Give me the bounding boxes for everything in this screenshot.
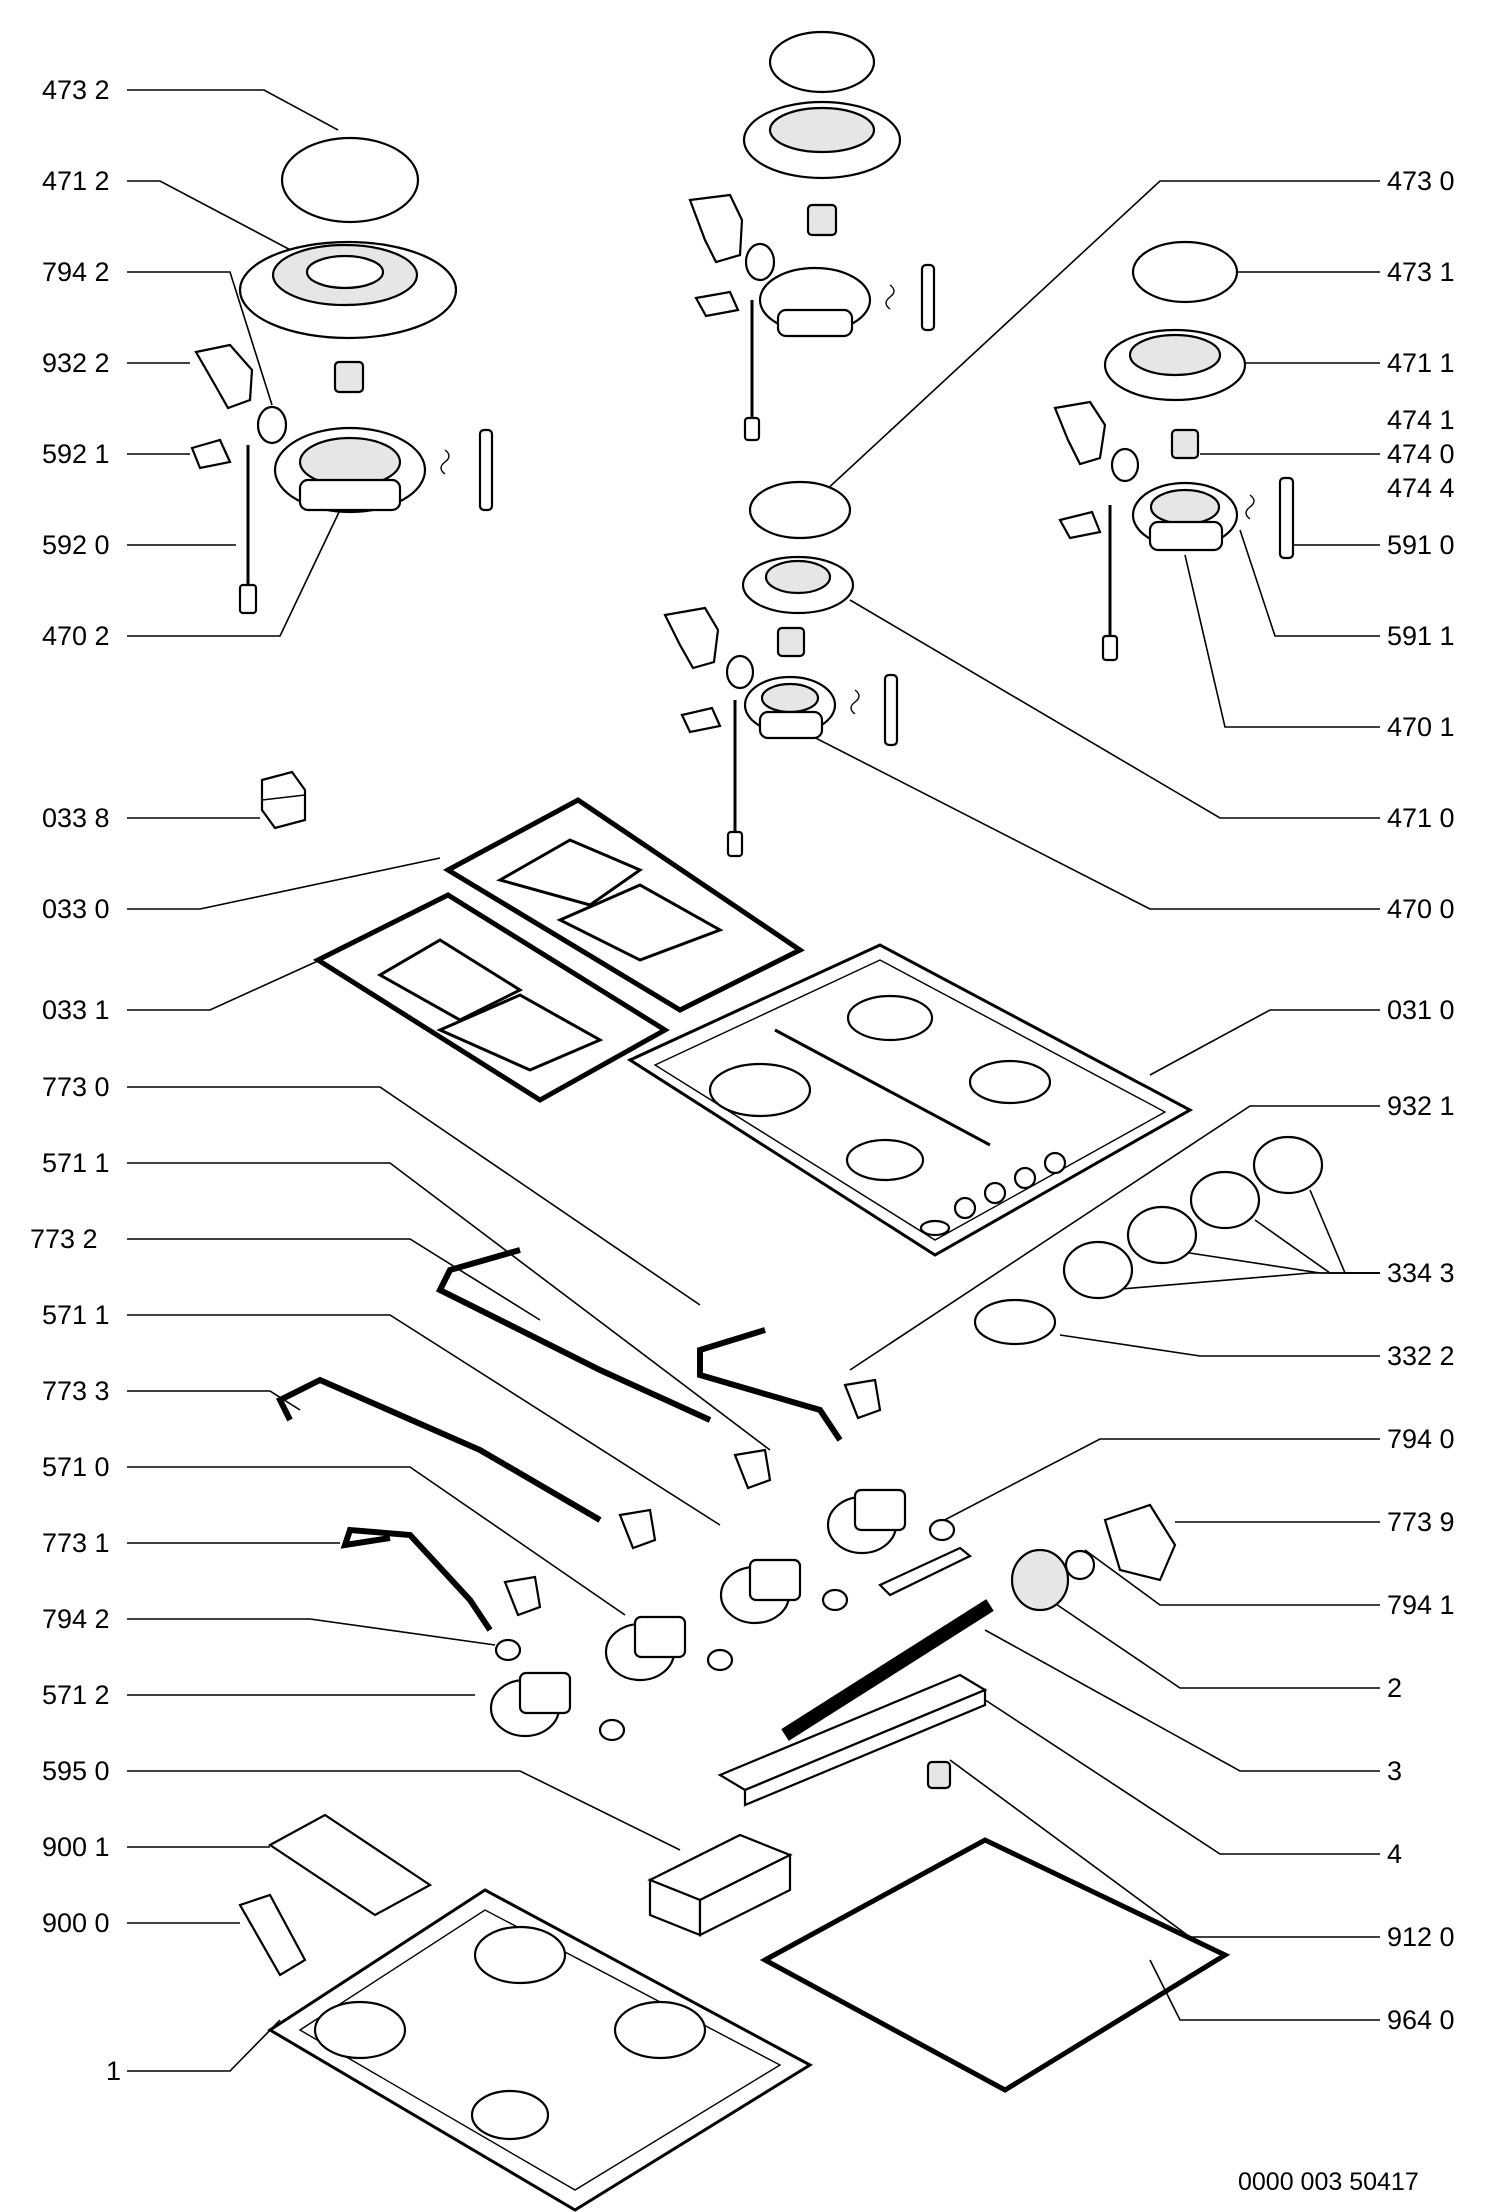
burner-cap-473-0: [748, 480, 852, 540]
right-labels: 473 0 473 1 471 1 474 1 474 0 474 4 591 …: [1387, 166, 1455, 2035]
nut-2: [1010, 1548, 1070, 1612]
gas-taps: [489, 1488, 907, 1738]
label-912-0: 912 0: [1387, 1922, 1455, 1952]
hob-top-031-0: [626, 943, 1194, 1257]
label-794-0: 794 0: [1387, 1424, 1455, 1454]
label-592-0: 592 0: [42, 530, 110, 560]
gasket-964-0: [759, 1837, 1231, 2093]
label-474-0: 474 0: [1387, 439, 1455, 469]
label-773-2: 773 2: [30, 1224, 98, 1254]
label-473-2: 473 2: [42, 75, 110, 105]
label-033-0: 033 0: [42, 894, 110, 924]
label-591-0: 591 0: [1387, 530, 1455, 560]
label-471-1: 471 1: [1387, 348, 1455, 378]
burner-cap-top-center: [688, 30, 936, 442]
electrode-592-1: [190, 438, 232, 470]
seal-794-1: [1064, 1549, 1096, 1581]
label-773-3: 773 3: [42, 1376, 110, 1406]
label-4: 4: [1387, 1839, 1402, 1869]
label-964-0: 964 0: [1387, 2005, 1455, 2035]
label-794-2-top: 794 2: [42, 257, 110, 287]
seal-burner-1: [1110, 447, 1140, 483]
label-332-2: 332 2: [1387, 1341, 1455, 1371]
leader-lines: [127, 89, 1380, 2072]
label-474-4: 474 4: [1387, 473, 1455, 503]
button-332-2: [973, 1298, 1057, 1346]
label-031-0: 031 0: [1387, 995, 1455, 1025]
label-033-8: 033 8: [42, 803, 110, 833]
label-470-1: 470 1: [1387, 712, 1455, 742]
tap-seals: [494, 1518, 956, 1742]
gas-inlet-773-9: [1103, 1503, 1177, 1582]
label-474-1: 474 1: [1387, 405, 1455, 435]
label-794-1: 794 1: [1387, 1590, 1455, 1620]
bracket-932-2: [194, 343, 254, 410]
clip-033-8: [260, 770, 307, 830]
label-571-2: 571 2: [42, 1680, 110, 1710]
label-471-2: 471 2: [42, 166, 110, 196]
pan-support-033-1: [312, 892, 670, 1103]
injector-burner-0: [776, 626, 806, 658]
burner-body-470-0: [743, 675, 837, 740]
label-773-9: 773 9: [1387, 1507, 1455, 1537]
label-900-0: 900 0: [42, 1908, 110, 1938]
label-334-3: 334 3: [1387, 1258, 1455, 1288]
thermo-probe-591-0: [1245, 476, 1295, 560]
burner-cap-473-2: [280, 136, 420, 224]
burner-body-470-2: [273, 426, 427, 514]
left-labels: 473 2 471 2 794 2 932 2 592 1 592 0 470 …: [30, 75, 121, 2086]
bracket-900-0: [238, 1893, 307, 1977]
seal-burner-0: [725, 654, 755, 690]
label-591-1: 591 1: [1387, 621, 1455, 651]
label-794-2-bottom: 794 2: [42, 1604, 110, 1634]
label-471-0: 471 0: [1387, 803, 1455, 833]
tap-brackets: [503, 1378, 882, 1617]
burner-head-471-0: [741, 555, 855, 615]
label-470-2: 470 2: [42, 621, 110, 651]
label-571-1-b: 571 1: [42, 1300, 110, 1330]
reference-code: 0000 003 50417: [1238, 2168, 1419, 2196]
injector-474-2: [333, 360, 365, 394]
bracket-burner-1: [1053, 400, 1107, 540]
label-932-2: 932 2: [42, 348, 110, 378]
label-1: 1: [106, 2056, 121, 2086]
burner-cap-473-1: [1131, 240, 1239, 304]
label-3: 3: [1387, 1756, 1402, 1786]
label-595-0: 595 0: [42, 1756, 110, 1786]
knobs-334-3: [1062, 1135, 1324, 1300]
rail-4: [717, 1673, 988, 1807]
label-2: 2: [1387, 1673, 1402, 1703]
label-900-1: 900 1: [42, 1832, 110, 1862]
label-571-1-a: 571 1: [42, 1148, 110, 1178]
ignition-unit-595-0: [647, 1833, 793, 1937]
label-033-1: 033 1: [42, 995, 110, 1025]
label-592-1: 592 1: [42, 439, 110, 469]
gas-pipes: [275, 1247, 994, 1741]
screw-912-0: [926, 1760, 952, 1790]
thermocouple-592-0: [238, 445, 258, 615]
burner-head-471-1: [1103, 328, 1247, 402]
thermocouple-burner-0: [726, 700, 744, 858]
label-773-0: 773 0: [42, 1072, 110, 1102]
label-571-0: 571 0: [42, 1452, 110, 1482]
bracket-900-1: [267, 1813, 433, 1917]
burner-body-470-1: [1131, 481, 1239, 552]
thermo-probe-burner-0: [850, 673, 899, 747]
injector-474-0: [1170, 428, 1200, 460]
label-473-1: 473 1: [1387, 257, 1455, 287]
label-470-0: 470 0: [1387, 894, 1455, 924]
label-932-1: 932 1: [1387, 1091, 1455, 1121]
bracket-burner-0: [663, 606, 722, 734]
burner-head-471-2: [238, 240, 458, 340]
thermocouple-burner-1: [1101, 505, 1119, 662]
thermo-probe-burner-2: [440, 428, 494, 512]
seal-794-2-top: [256, 405, 288, 445]
pan-support-033-0: [442, 797, 805, 1013]
base-tray-1: [267, 1888, 813, 2212]
label-773-1: 773 1: [42, 1528, 110, 1558]
label-473-0: 473 0: [1387, 166, 1455, 196]
